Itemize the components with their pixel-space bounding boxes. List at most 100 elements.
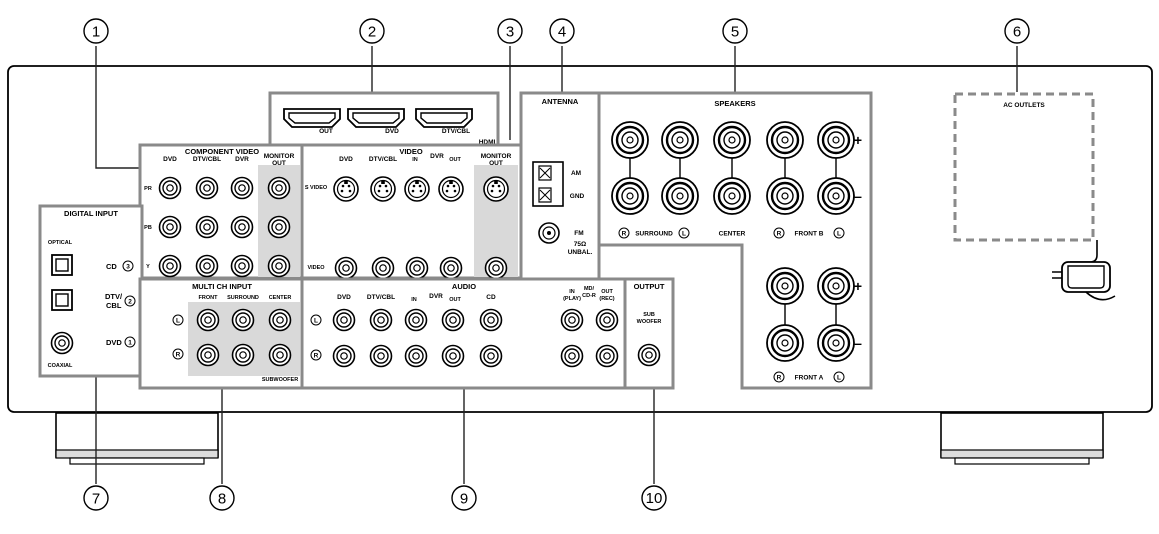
audio-dtv-l-jack[interactable]	[369, 308, 393, 332]
callout-8: 8	[209, 485, 235, 511]
component-dvd-y-jack[interactable]	[158, 254, 182, 278]
power-cord	[1052, 240, 1116, 301]
video-dvd-jack[interactable]	[334, 256, 358, 280]
component-dvd-pb-jack[interactable]	[158, 215, 182, 239]
audio-cd-r-jack[interactable]	[479, 344, 503, 368]
svideo-dvr-out-jack[interactable]	[438, 176, 464, 202]
hdmi-out-label: OUT	[319, 128, 333, 135]
svg-text:6: 6	[1013, 24, 1021, 41]
component-dvr-y-jack[interactable]	[230, 254, 254, 278]
multi-front-l-jack[interactable]	[196, 308, 220, 332]
component-monitor-pb-jack[interactable]	[267, 215, 291, 239]
surround-l-plus-post[interactable]	[660, 120, 700, 160]
audio-title: AUDIO	[452, 282, 476, 291]
surround-r-plus-post[interactable]	[610, 120, 650, 160]
hdmi-dvd-port[interactable]	[347, 108, 405, 128]
fm-ohm-label: 75Ω	[574, 241, 586, 248]
component-dtv-pr-jack[interactable]	[195, 176, 219, 200]
speakers-title: SPEAKERS	[714, 99, 755, 108]
multi-center-jack[interactable]	[268, 308, 292, 332]
center-label: CENTER	[719, 231, 746, 238]
component-dtv-y-jack[interactable]	[195, 254, 219, 278]
svg-text:8: 8	[218, 491, 226, 508]
audio-dvr-label: DVR	[429, 293, 443, 300]
digital-input-panel: DIGITAL INPUT OPTICAL COAXIAL CD 3 DTV/ …	[38, 204, 144, 378]
optical-label: OPTICAL	[48, 240, 73, 246]
callout-3: 3	[497, 18, 523, 44]
antenna-panel: ANTENNA AM GND FM 75Ω UNBAL.	[519, 91, 601, 281]
audio-dtv-r-jack[interactable]	[369, 344, 393, 368]
digital-cd-number: 3	[126, 264, 130, 271]
surround-r-minus-post[interactable]	[610, 176, 650, 216]
component-monitor-pr-jack[interactable]	[267, 176, 291, 200]
fronta-r-minus-post[interactable]	[765, 323, 805, 363]
audio-md-out-l-jack[interactable]	[595, 308, 619, 332]
svideo-dvd-jack[interactable]	[333, 176, 359, 202]
digital-input-title: DIGITAL INPUT	[64, 209, 118, 218]
frontb-r-plus-post[interactable]	[765, 120, 805, 160]
frontb-l-minus-post[interactable]	[816, 176, 856, 216]
audio-dvd-l-jack[interactable]	[332, 308, 356, 332]
callout-6: 6	[1004, 18, 1030, 44]
multi-subwoofer-jack[interactable]	[268, 343, 292, 367]
audio-r-label: R	[314, 353, 319, 360]
gnd-label: GND	[570, 193, 585, 200]
component-dtv-pb-jack[interactable]	[195, 215, 219, 239]
center-minus-post[interactable]	[712, 176, 752, 216]
svideo-monitor-out-jack[interactable]	[483, 176, 509, 202]
audio-dvr-in-r-jack[interactable]	[404, 344, 428, 368]
svg-text:2: 2	[368, 24, 376, 41]
audio-dvd-r-jack[interactable]	[332, 344, 356, 368]
frontb-r-minus-post[interactable]	[765, 176, 805, 216]
hdmi-dtv-port[interactable]	[415, 108, 473, 128]
video-dtv-label: DTV/CBL	[369, 156, 397, 163]
coaxial-dvd-jack[interactable]	[50, 331, 74, 355]
center-plus-post[interactable]	[712, 120, 752, 160]
video-monitor-out-label: OUT	[489, 160, 503, 167]
multi-front-r-jack[interactable]	[196, 343, 220, 367]
fronta-l-plus-post[interactable]	[816, 266, 856, 306]
component-video-title: COMPONENT VIDEO	[185, 147, 259, 156]
component-dvr-pb-jack[interactable]	[230, 215, 254, 239]
component-monitor-out-label: OUT	[272, 160, 286, 167]
component-dvr-pr-jack[interactable]	[230, 176, 254, 200]
audio-cd-label: CD	[486, 294, 496, 301]
audio-out-label: OUT	[449, 297, 461, 303]
subwoofer-out-jack[interactable]	[637, 343, 661, 367]
ac-outlets-title: AC OUTLETS	[1003, 102, 1045, 109]
output-title: OUTPUT	[634, 282, 665, 291]
svideo-dvr-in-jack[interactable]	[404, 176, 430, 202]
digital-cd-label: CD	[106, 262, 117, 271]
multi-l-label: L	[176, 318, 180, 325]
fronta-label: FRONT A	[795, 375, 824, 382]
surround-r-mark: R	[622, 231, 627, 238]
fronta-l-mark: L	[837, 375, 841, 382]
video-monitor-out-jack[interactable]	[484, 256, 508, 280]
digital-dvd-label: DVD	[106, 338, 122, 347]
multi-surround-r-jack[interactable]	[231, 343, 255, 367]
component-dvd-pr-jack[interactable]	[158, 176, 182, 200]
callout-10: 10	[641, 485, 667, 511]
hdmi-panel: OUT DVD DTV/CBL HDMI	[268, 91, 500, 149]
video-dtv-jack[interactable]	[371, 256, 395, 280]
audio-dvr-in-l-jack[interactable]	[404, 308, 428, 332]
audio-cd-l-jack[interactable]	[479, 308, 503, 332]
audio-md-out-r-jack[interactable]	[595, 344, 619, 368]
fronta-r-plus-post[interactable]	[765, 266, 805, 306]
multi-surround-l-jack[interactable]	[231, 308, 255, 332]
video-dvr-in-jack[interactable]	[405, 256, 429, 280]
hdmi-dtv-label: DTV/CBL	[442, 128, 470, 135]
fronta-l-minus-post[interactable]	[816, 323, 856, 363]
hdmi-out-port[interactable]	[283, 108, 341, 128]
audio-md-in-r-jack[interactable]	[560, 344, 584, 368]
svideo-dtv-jack[interactable]	[370, 176, 396, 202]
audio-dvd-label: DVD	[337, 294, 351, 301]
frontb-l-plus-post[interactable]	[816, 120, 856, 160]
audio-dvr-out-r-jack[interactable]	[441, 344, 465, 368]
audio-md-in-l-jack[interactable]	[560, 308, 584, 332]
audio-dvr-out-l-jack[interactable]	[441, 308, 465, 332]
surround-l-minus-post[interactable]	[660, 176, 700, 216]
audio-rec-label: (REC)	[599, 296, 614, 302]
component-monitor-y-jack[interactable]	[267, 254, 291, 278]
video-dvr-out-jack[interactable]	[439, 256, 463, 280]
